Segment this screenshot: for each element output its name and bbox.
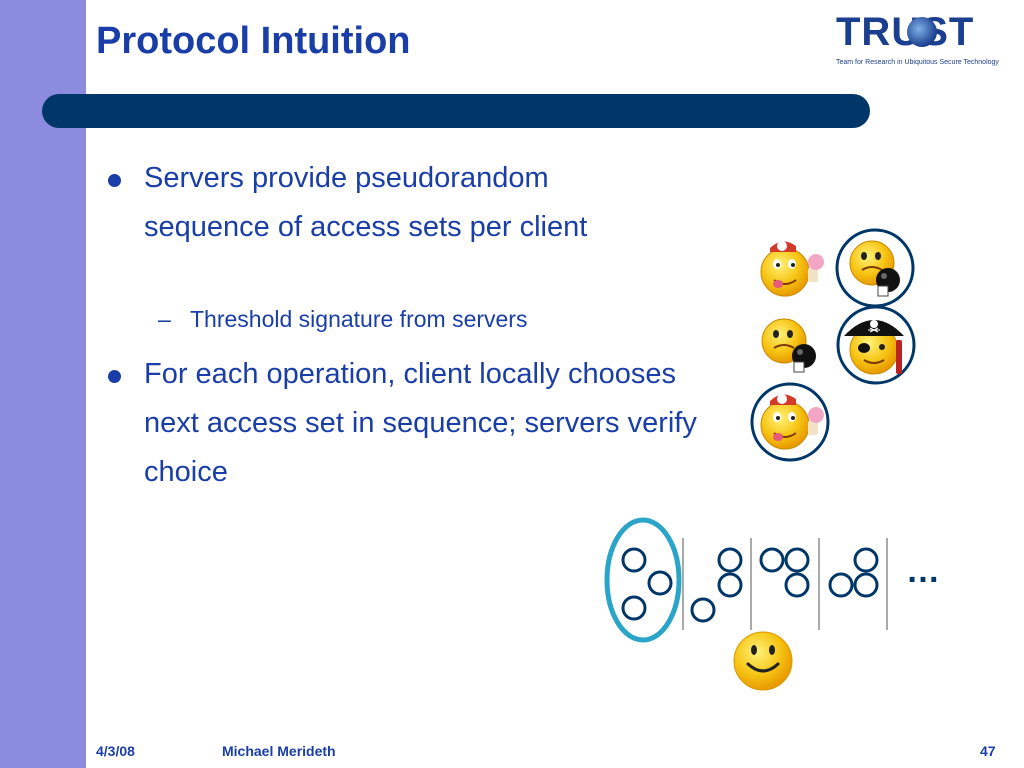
globe-icon — [907, 17, 937, 47]
tongue-emoji-icon — [760, 241, 824, 297]
bullet-dot-icon — [108, 174, 121, 187]
access-set-1 — [621, 547, 673, 621]
sub-bullet-1-text: Threshold signature from servers — [190, 306, 528, 332]
bullet-dot-icon — [108, 370, 121, 383]
bomb-emoji-icon — [761, 318, 816, 373]
bullet-1: Servers provide pseudorandom sequence of… — [108, 154, 664, 252]
footer-author: Michael Merideth — [222, 743, 336, 759]
highlight-ellipse — [604, 517, 682, 643]
logo-tagline: Team for Research in Ubiquitous Secure T… — [836, 59, 999, 66]
pirate-emoji-icon — [844, 320, 904, 375]
bullet-2-text: For each operation, client locally choos… — [144, 358, 697, 488]
sub-bullet-1: – Threshold signature from servers — [158, 306, 528, 333]
bomb-emoji-icon — [849, 240, 900, 297]
left-sidebar-band — [0, 0, 86, 768]
access-set-2 — [690, 547, 743, 623]
logo-wordmark: TRUST — [836, 10, 975, 54]
access-set-3 — [759, 547, 810, 598]
dash-icon: – — [158, 306, 171, 332]
bullet-1-text: Servers provide pseudorandom sequence of… — [144, 162, 588, 243]
title-underline-bar — [42, 94, 870, 128]
selection-ring — [750, 382, 830, 462]
slide-title: Protocol Intuition — [96, 20, 411, 62]
footer-date: 4/3/08 — [96, 743, 135, 759]
bullet-2: For each operation, client locally choos… — [108, 350, 704, 497]
selection-ring — [836, 305, 916, 385]
ellipsis: … — [906, 552, 940, 590]
footer-page-number: 47 — [980, 743, 996, 759]
tongue-emoji-icon — [760, 394, 824, 450]
happy-smiley-icon — [733, 631, 793, 691]
trust-logo: TRUST Team for Research in Ubiquitous Se… — [830, 10, 1010, 70]
access-set-4 — [828, 547, 879, 598]
